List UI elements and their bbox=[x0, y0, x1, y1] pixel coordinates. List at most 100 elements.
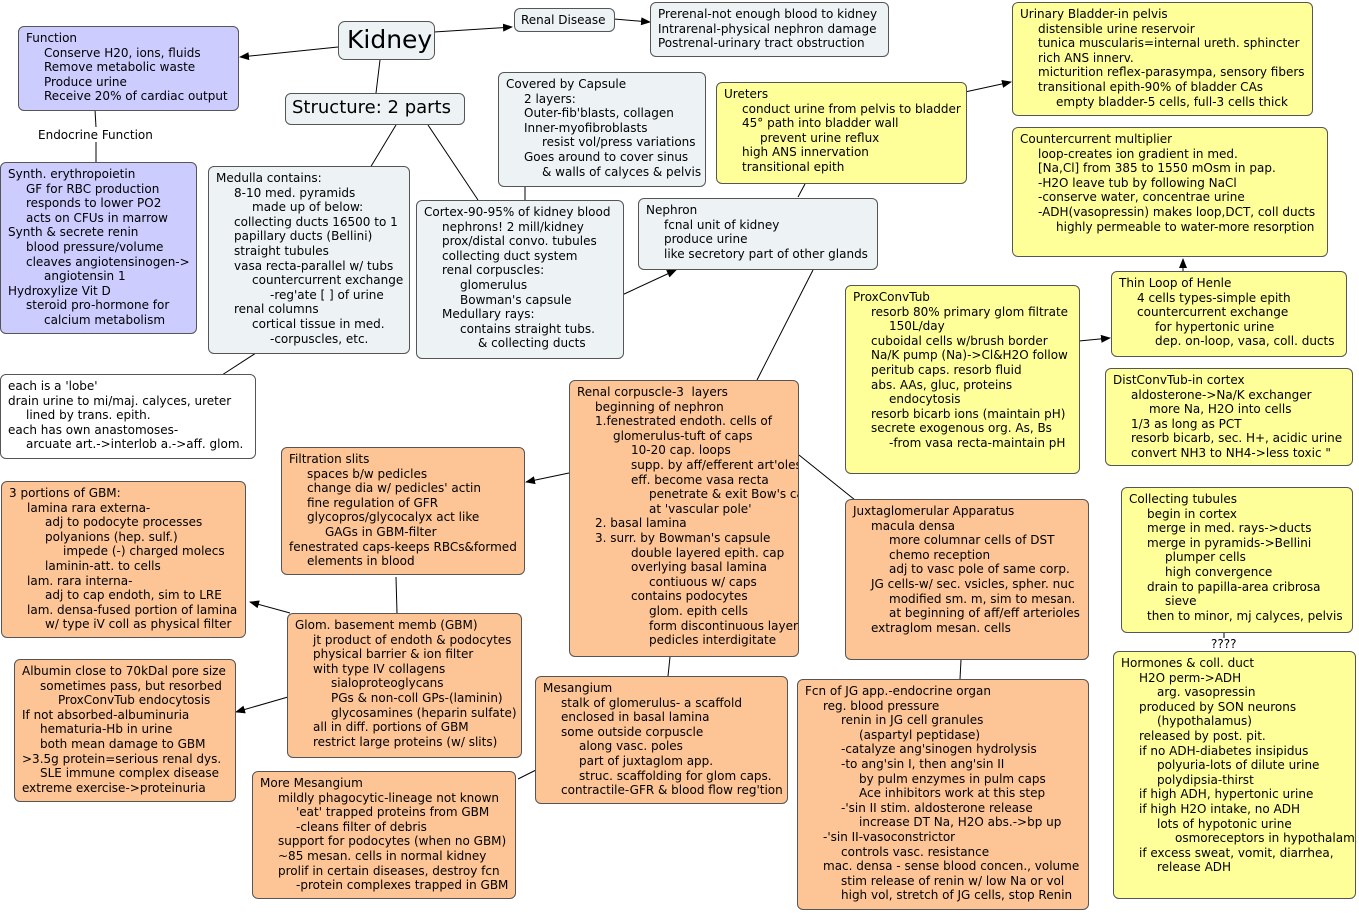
node-line: each has own anastomoses- bbox=[8, 422, 179, 437]
node-line: osmoreceptors in hypothalamus bbox=[1175, 831, 1356, 846]
node-line: like secretory part of other glands bbox=[664, 246, 868, 261]
node-line: Postrenal-urinary tract obstruction bbox=[658, 36, 865, 51]
node-line: for hypertonic urine bbox=[1155, 319, 1275, 334]
node-line: cortical tissue in med. bbox=[252, 316, 385, 331]
node-line: merge in med. rays->ducts bbox=[1147, 521, 1312, 536]
node-line: contractile-GFR & blood flow reg'tion bbox=[561, 783, 783, 798]
node-heading: Collecting tubules bbox=[1129, 492, 1237, 506]
node-line: produce urine bbox=[664, 232, 748, 247]
node-line: restrict large proteins (w/ slits) bbox=[313, 734, 498, 749]
node-line: lined by trans. epith. bbox=[26, 408, 151, 423]
node-line: 45° path into bladder wall bbox=[742, 116, 899, 131]
node-line: glomerulus bbox=[460, 277, 528, 292]
node-heading: Covered by Capsule bbox=[506, 77, 627, 91]
node-line: reg. blood pressure bbox=[823, 698, 940, 713]
node-line: penetrate & exit Bow's cap bbox=[649, 487, 799, 502]
node-line: high vol, stretch of JG cells, stop Reni… bbox=[841, 888, 1073, 903]
node-line: GAGs in GBM-filter bbox=[325, 524, 437, 539]
node-line: Goes around to cover sinus bbox=[524, 149, 689, 164]
node-line: lamina rara externa- bbox=[27, 500, 151, 515]
node-line: double layered epith. cap bbox=[631, 545, 785, 560]
node-line: countercurrent exchange bbox=[1137, 305, 1289, 320]
node-line: (hypothalamus) bbox=[1157, 714, 1252, 729]
node-line: Inner-myofibroblasts bbox=[524, 120, 648, 135]
node-line: lam. densa-fused portion of lamina bbox=[27, 602, 238, 617]
node-line: Remove metabolic waste bbox=[44, 60, 196, 75]
node-line: hematuria-Hb in urine bbox=[40, 722, 173, 737]
node-heading: Nephron bbox=[646, 203, 698, 217]
node-line: Intrarenal-physical nephron damage bbox=[658, 21, 877, 36]
node-line: high ANS innervation bbox=[742, 145, 869, 160]
node-line: resorb 80% primary glom filtrate bbox=[871, 304, 1069, 319]
node-line: support for podocytes (when no GBM) bbox=[278, 834, 507, 849]
structure-node: Structure: 2 parts bbox=[285, 93, 465, 125]
node-line: increase DT Na, H2O abs.->bp up bbox=[859, 815, 1062, 830]
node-line: Hydroxylize Vit D bbox=[8, 283, 111, 298]
node-line: rich ANS innerv. bbox=[1038, 50, 1134, 65]
node-line: renin in JG cell granules bbox=[841, 713, 984, 728]
kidney-title: Kidney bbox=[338, 21, 435, 60]
node-line: aldosterone->Na/K exchanger bbox=[1131, 387, 1312, 402]
node-line: micturition reflex-parasympa, sensory fi… bbox=[1038, 65, 1305, 80]
node-line: glycopros/glycocalyx act like bbox=[307, 510, 480, 525]
node-heading: Glom. basement memb (GBM) bbox=[295, 618, 478, 632]
node-line: contains podocytes bbox=[631, 589, 748, 604]
node-line: 'eat' trapped proteins from GBM bbox=[296, 805, 490, 820]
node-line: transitional epith bbox=[742, 159, 845, 174]
node-line: GF for RBC production bbox=[26, 181, 160, 196]
node-line: merge in pyramids->Bellini bbox=[1147, 535, 1312, 550]
node-line: then to minor, mj calyces, pelvis bbox=[1147, 608, 1343, 623]
node-line: straight tubules bbox=[234, 243, 329, 258]
node-line: if no ADH-diabetes insipidus bbox=[1139, 743, 1309, 758]
node-line: nephrons! 2 mill/kidney bbox=[442, 219, 584, 234]
node-line: release ADH bbox=[1157, 860, 1232, 875]
node-heading: Juxtaglomerular Apparatus bbox=[853, 504, 1015, 518]
node-line: -protein complexes trapped in GBM bbox=[296, 878, 509, 893]
lobe-node: each is a 'lobe'drain urine to mi/maj. c… bbox=[0, 374, 256, 459]
node-line: fine regulation of GFR bbox=[307, 495, 439, 510]
node-line: with type IV collagens bbox=[313, 661, 446, 676]
node-heading: Function bbox=[26, 31, 78, 45]
node-line: Bowman's capsule bbox=[460, 292, 572, 307]
node-line: renal corpuscles: bbox=[442, 263, 545, 278]
node-line: Medullary rays: bbox=[442, 307, 535, 322]
node-heading: DistConvTub-in cortex bbox=[1113, 373, 1245, 387]
node-line: struc. scaffolding for glom caps. bbox=[579, 768, 772, 783]
node-line: extraglom mesan. cells bbox=[871, 620, 1011, 635]
node-line: w/ type iV coll as physical filter bbox=[45, 617, 232, 632]
node-line: impede (-) charged molecs bbox=[63, 544, 225, 559]
node-line: resorb bicarb, sec. H+, acidic urine bbox=[1131, 431, 1343, 446]
node-heading: ProxConvTub bbox=[853, 290, 930, 304]
node-line: collecting duct system bbox=[442, 248, 578, 263]
node-line: jt product of endoth & podocytes bbox=[313, 632, 512, 647]
node-line: adj to vasc pole of same corp. bbox=[889, 562, 1070, 577]
node-heading: Countercurrent multiplier bbox=[1020, 132, 1173, 146]
node-line: highly permeable to water-more resorptio… bbox=[1056, 219, 1315, 234]
node-heading: Albumin close to 70kDal pore size bbox=[22, 664, 226, 678]
node-heading: Thin Loop of Henle bbox=[1119, 276, 1232, 290]
node-line: elements in blood bbox=[307, 554, 415, 569]
node-line: laminin-att. to cells bbox=[45, 558, 161, 573]
node-line: form discontinuous layer bbox=[649, 618, 798, 633]
node-line: vasa recta-parallel w/ tubs bbox=[234, 258, 394, 273]
node-line: convert NH3 to NH4->less toxic " bbox=[1131, 445, 1331, 460]
node-heading: each is a 'lobe' bbox=[8, 379, 98, 393]
node-line: if high ADH, hypertonic urine bbox=[1139, 787, 1314, 802]
node-line: -reg'ate [ ] of urine bbox=[270, 287, 384, 302]
node-heading: Hormones & coll. duct bbox=[1121, 656, 1255, 670]
node-line: transitional epith-90% of bladder CAs bbox=[1038, 79, 1264, 94]
node-line: begin in cortex bbox=[1147, 506, 1237, 521]
node-line: Ace inhibitors work at this step bbox=[859, 786, 1046, 801]
node-line: some outside corpuscle bbox=[561, 724, 704, 739]
node-line: plumper cells bbox=[1165, 550, 1246, 565]
node-line: endocytosis bbox=[889, 392, 961, 407]
node-line: spaces b/w pedicles bbox=[307, 466, 428, 481]
node-line: produced by SON neurons bbox=[1139, 699, 1297, 714]
